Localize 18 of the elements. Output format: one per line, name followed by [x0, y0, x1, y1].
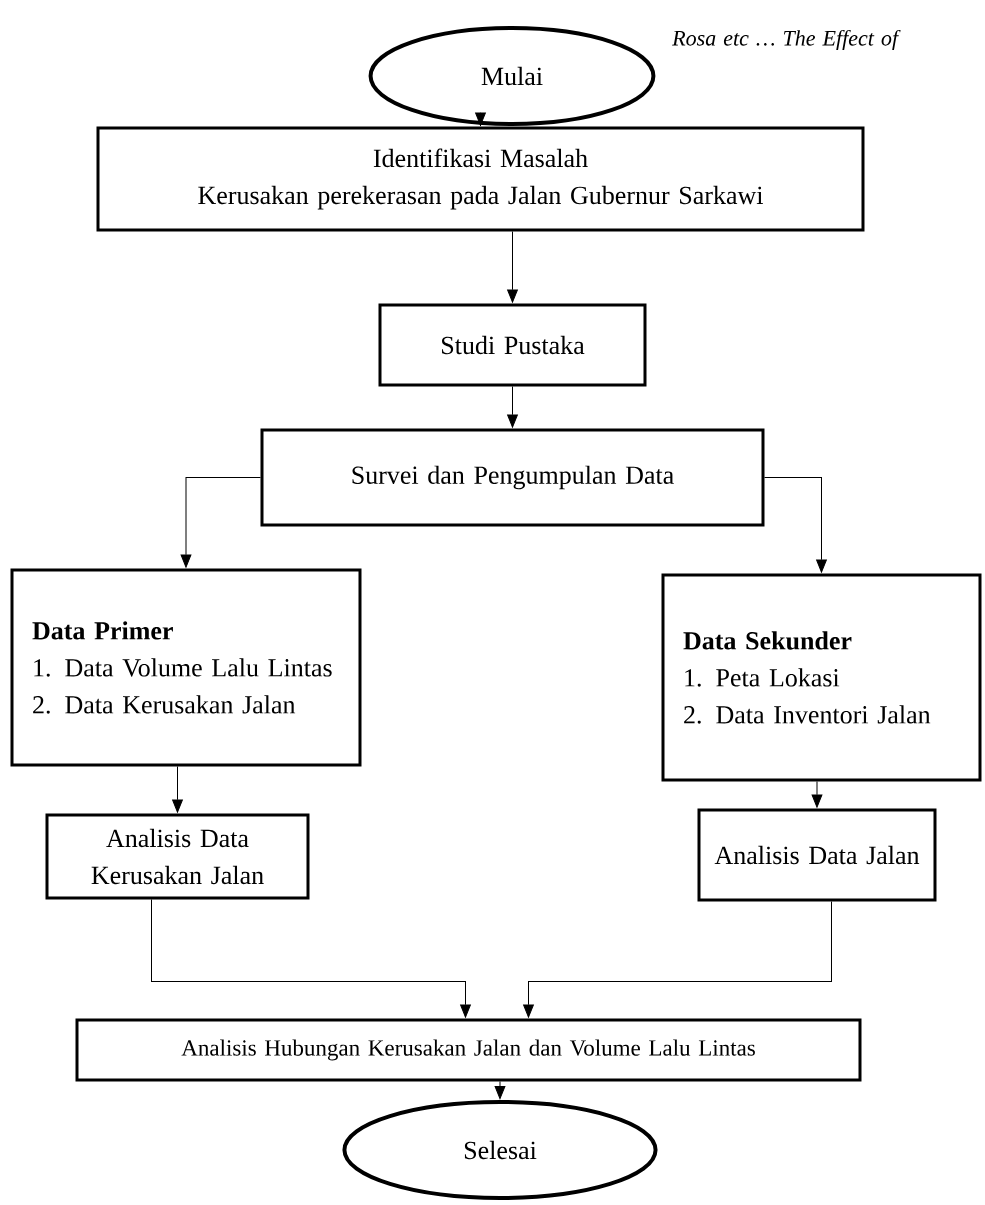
- arrow: [764, 477, 827, 573]
- arrow: [507, 386, 518, 428]
- process-box: Studi Pustaka: [378, 303, 647, 387]
- process-box: Analisis Data Kerusakan Jalan: [45, 813, 310, 900]
- process-box: Analisis Hubungan Kerusakan Jalan dan Volume Lalu Lintas: [75, 1018, 862, 1082]
- data-box: Data Sekunder 1. Peta Lokasi 2. Data Inventori Jalan: [661, 573, 982, 782]
- arrow: [523, 901, 832, 1018]
- arrow: [475, 112, 486, 127]
- process-box: Identifikasi Masalah Kerusakan perekerasan pada Jalan Gubernur Sarkawi: [96, 126, 865, 232]
- arrow: [494, 1081, 506, 1100]
- arrow: [507, 231, 518, 303]
- data-box: Data Primer 1. Data Volume Lalu Lintas 2. Data Kerusakan Jalan: [10, 568, 362, 767]
- arrow: [151, 899, 471, 1018]
- process-box: Survei dan Pengumpulan Data: [260, 428, 765, 527]
- arrow: [811, 781, 823, 808]
- process-box: Analisis Data Jalan: [697, 808, 937, 902]
- arrow: [180, 477, 261, 568]
- arrow: [172, 766, 183, 813]
